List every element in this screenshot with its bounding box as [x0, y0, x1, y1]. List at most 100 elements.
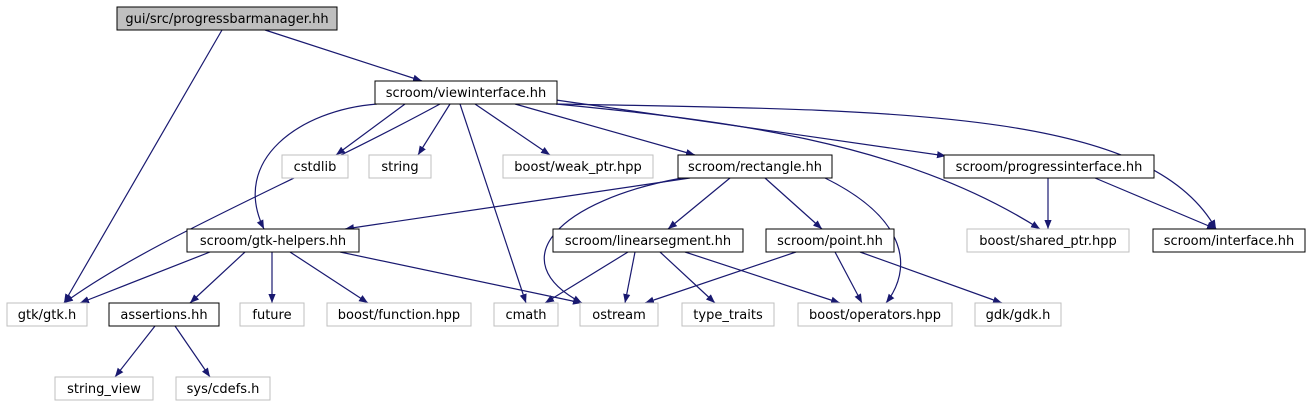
node-label-cstdlib: cstdlib — [294, 160, 337, 175]
node-shared_ptr: boost/shared_ptr.hpp — [966, 228, 1130, 253]
node-label-ostream: ostream — [592, 308, 646, 323]
edge-viewinterface-to-cmath — [459, 103, 527, 304]
node-box-interface — [1152, 228, 1306, 253]
node-linearsegment[interactable]: scroom/linearsegment.hh — [552, 228, 744, 253]
edge-point-to-operators — [834, 251, 863, 304]
node-cstdlib: cstdlib — [281, 154, 349, 179]
node-box-progressinterface — [943, 154, 1155, 179]
node-string: string — [368, 154, 432, 179]
node-box-weak_ptr — [502, 154, 654, 179]
edge-progressinterface-to-interface — [1094, 177, 1217, 230]
dependency-edges — [63, 29, 1217, 378]
node-box-linearsegment — [552, 228, 744, 253]
node-label-interface: scroom/interface.hh — [1164, 234, 1295, 249]
node-label-future: future — [252, 308, 291, 323]
node-label-root: gui/src/progressbarmanager.hh — [125, 12, 328, 27]
node-label-type_traits: type_traits — [693, 308, 763, 323]
edge-viewinterface-to-shared_ptr — [555, 103, 1041, 230]
edge-linearsegment-to-type_traits — [659, 251, 716, 304]
node-box-operators — [797, 302, 953, 327]
node-viewinterface[interactable]: scroom/viewinterface.hh — [374, 80, 558, 105]
node-label-progressinterface: scroom/progressinterface.hh — [956, 160, 1143, 175]
node-label-viewinterface: scroom/viewinterface.hh — [386, 86, 546, 101]
node-operators: boost/operators.hpp — [797, 302, 953, 327]
edge-viewinterface-to-weak_ptr — [474, 103, 551, 156]
node-gtkhelpers[interactable]: scroom/gtk-helpers.hh — [186, 228, 360, 253]
node-label-cdefs: sys/cdefs.h — [187, 382, 260, 397]
node-box-cdefs — [175, 376, 271, 401]
node-box-cmath — [493, 302, 559, 327]
node-progressinterface[interactable]: scroom/progressinterface.hh — [943, 154, 1155, 179]
node-box-string — [368, 154, 432, 179]
node-future: future — [239, 302, 305, 327]
edge-gtkhelpers-to-ostream — [339, 251, 583, 305]
node-label-shared_ptr: boost/shared_ptr.hpp — [979, 234, 1117, 249]
edge-viewinterface-to-gtk — [63, 103, 441, 304]
node-box-type_traits — [681, 302, 775, 327]
node-label-linearsegment: scroom/linearsegment.hh — [565, 234, 731, 249]
node-label-string_view: string_view — [67, 382, 141, 397]
node-box-viewinterface — [374, 80, 558, 105]
edge-viewinterface-to-string — [417, 103, 451, 156]
node-cdefs: sys/cdefs.h — [175, 376, 271, 401]
file-nodes: gui/src/progressbarmanager.hh scroom/view… — [6, 6, 1306, 401]
node-box-string_view — [54, 376, 154, 401]
edge-rectangle-to-point — [764, 177, 823, 230]
node-root: gui/src/progressbarmanager.hh — [116, 6, 338, 31]
node-label-gtkhelpers: scroom/gtk-helpers.hh — [200, 234, 346, 249]
node-box-gtk — [6, 302, 88, 327]
node-point[interactable]: scroom/point.hh — [765, 228, 895, 253]
edge-rectangle-to-linearsegment — [667, 177, 731, 230]
node-gdk: gdk/gdk.h — [974, 302, 1062, 327]
edge-root-to-viewinterface — [264, 29, 423, 82]
node-box-ostream — [579, 302, 659, 327]
node-label-operators: boost/operators.hpp — [809, 308, 941, 323]
edge-viewinterface-to-interface — [555, 103, 1217, 230]
node-box-root — [116, 6, 338, 31]
edge-rectangle-to-operators — [824, 177, 902, 304]
node-label-rectangle: scroom/rectangle.hh — [688, 160, 822, 175]
edge-linearsegment-to-ostream — [623, 251, 636, 304]
node-box-gdk — [974, 302, 1062, 327]
node-label-string: string — [381, 160, 418, 175]
node-box-shared_ptr — [966, 228, 1130, 253]
node-label-function: boost/function.hpp — [338, 308, 460, 323]
edge-linearsegment-to-cmath — [544, 251, 629, 304]
node-function: boost/function.hpp — [326, 302, 472, 327]
node-rectangle[interactable]: scroom/rectangle.hh — [677, 154, 833, 179]
node-box-point — [765, 228, 895, 253]
node-box-assertions — [108, 302, 220, 327]
node-weak_ptr: boost/weak_ptr.hpp — [502, 154, 654, 179]
node-label-gdk: gdk/gdk.h — [986, 308, 1051, 323]
edge-viewinterface-to-rectangle — [514, 103, 696, 157]
edge-assertions-to-string_view — [114, 325, 156, 378]
edge-assertions-to-cdefs — [174, 325, 211, 378]
edge-viewinterface-to-gtkhelpers — [254, 103, 378, 230]
node-type_traits: type_traits — [681, 302, 775, 327]
node-label-weak_ptr: boost/weak_ptr.hpp — [514, 160, 641, 175]
node-box-cstdlib — [281, 154, 349, 179]
edge-point-to-ostream — [644, 251, 797, 304]
node-assertions[interactable]: assertions.hh — [108, 302, 220, 327]
edge-root-to-gtk — [63, 29, 223, 304]
node-cmath: cmath — [493, 302, 559, 327]
node-string_view: string_view — [54, 376, 154, 401]
edge-linearsegment-to-operators — [684, 251, 841, 304]
edge-point-to-gdk — [859, 251, 1003, 304]
edge-gtkhelpers-to-assertions — [189, 251, 246, 304]
node-label-gtk: gtk/gtk.h — [18, 308, 77, 323]
node-box-future — [239, 302, 305, 327]
node-label-assertions: assertions.hh — [120, 308, 207, 323]
node-box-function — [326, 302, 472, 327]
node-box-rectangle — [677, 154, 833, 179]
node-box-gtkhelpers — [186, 228, 360, 253]
edge-gtkhelpers-to-function — [289, 251, 369, 304]
node-interface[interactable]: scroom/interface.hh — [1152, 228, 1306, 253]
edge-rectangle-to-gtkhelpers — [344, 177, 691, 232]
node-ostream: ostream — [579, 302, 659, 327]
node-gtk: gtk/gtk.h — [6, 302, 88, 327]
edge-gtkhelpers-to-gtk — [79, 251, 211, 304]
edge-viewinterface-to-cstdlib — [335, 103, 406, 156]
node-label-cmath: cmath — [505, 308, 546, 323]
